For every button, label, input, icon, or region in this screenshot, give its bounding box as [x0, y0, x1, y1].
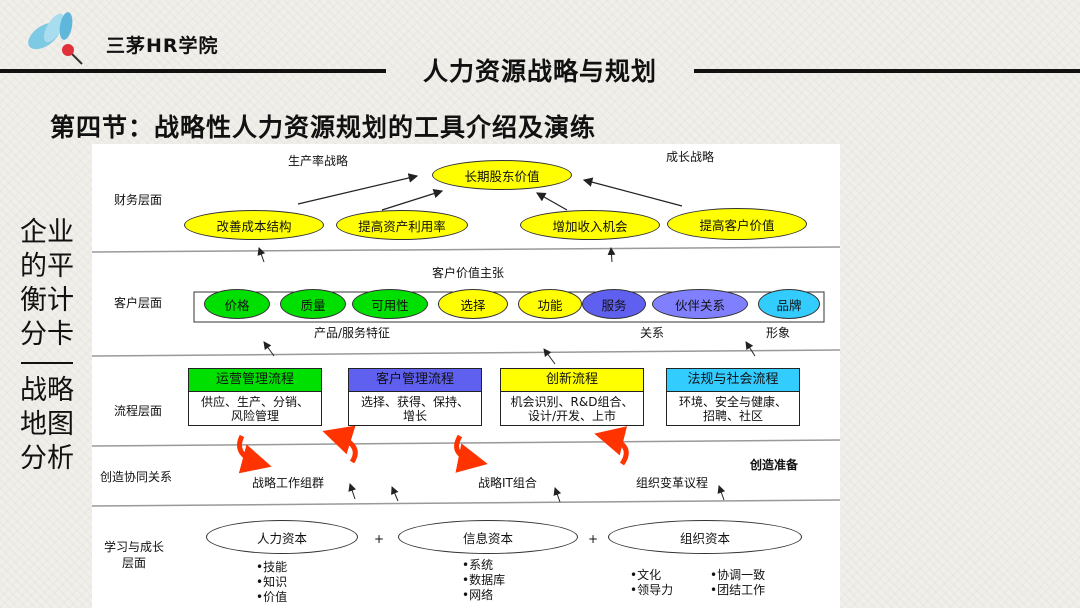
hr-academy-logo-icon [28, 12, 83, 65]
brand-name: 三茅HR学院 [106, 35, 219, 57]
process-box-header: 法规与社会流程 [667, 369, 799, 392]
financial-item: 提高资产利用率 [336, 210, 468, 240]
strategy-label-growth: 成长战略 [666, 150, 715, 164]
financial-item: 提高客户价值 [667, 208, 807, 240]
layer-label-financial: 财务层面 [114, 193, 163, 207]
process-box-body: 供应、生产、分销、风险管理 [200, 395, 309, 423]
process-box-header: 创新流程 [501, 369, 643, 392]
goal-long-term-shareholder-value: 长期股东价值 [432, 160, 572, 190]
plus-sign: + [588, 532, 599, 546]
layer-divider [92, 246, 840, 253]
customer-item: 质量 [280, 289, 346, 319]
process-box-operations: 运营管理流程 供应、生产、分销、风险管理 [188, 368, 322, 426]
human-capital-bullets: •技能 •知识 •价值 [256, 560, 288, 604]
layer-label-learning: 学习与成长 [104, 540, 165, 554]
layer-divider [92, 349, 840, 357]
layer-label-process: 流程层面 [114, 404, 163, 418]
capital-organization: 组织资本 [608, 520, 802, 554]
customer-band-frame [193, 291, 825, 323]
customer-group-label: 产品/服务特征 [314, 326, 391, 340]
customer-item: 伙伴关系 [652, 289, 748, 319]
layer-label-learning-suffix: 层面 [122, 556, 147, 570]
side-title-bottom: 战略地图分析 [20, 375, 74, 474]
process-box-body: 环境、安全与健康、招聘、社区 [678, 395, 787, 423]
customer-group-label: 形象 [766, 326, 791, 340]
side-title-top: 企业的平衡计分卡 [20, 217, 74, 350]
side-title-separator [21, 362, 73, 364]
financial-item: 改善成本结构 [184, 210, 324, 240]
info-capital-bullets: •系统 •数据库 •网络 [462, 558, 506, 602]
capital-information: 信息资本 [398, 520, 578, 554]
process-box-innovation: 创新流程 机会识别、R&D组合、设计/开发、上市 [500, 368, 644, 426]
process-box-regulatory-social: 法规与社会流程 环境、安全与健康、招聘、社区 [666, 368, 800, 426]
strategy-label-productivity: 生产率战略 [288, 154, 349, 168]
side-title: 企业的平衡计分卡 战略地图分析 [14, 216, 80, 476]
page-title: 人力资源战略与规划 [422, 57, 657, 86]
strategy-map-diagram: 财务层面 生产率战略 成长战略 长期股东价值 改善成本结构 提高资产利用率 增加… [92, 144, 840, 608]
org-capital-bullets-b: •协调一致 •团结工作 [710, 568, 766, 597]
layer-divider [92, 439, 840, 447]
customer-item: 品牌 [758, 289, 820, 319]
customer-value-proposition: 客户价值主张 [432, 266, 505, 280]
creating-readiness-label: 创造准备 [750, 458, 799, 472]
layer-label-customer: 客户层面 [114, 296, 163, 310]
plus-sign: + [374, 532, 385, 546]
process-box-body: 选择、获得、保持、增长 [360, 395, 469, 423]
financial-item: 增加收入机会 [520, 210, 660, 240]
process-box-customer-management: 客户管理流程 选择、获得、保持、增长 [348, 368, 482, 426]
customer-group-label: 关系 [640, 326, 665, 340]
layer-divider [92, 499, 840, 507]
process-box-header: 运营管理流程 [189, 369, 321, 392]
synergy-item: 战略IT组合 [478, 476, 537, 490]
process-box-body: 机会识别、R&D组合、设计/开发、上市 [510, 395, 634, 423]
customer-item: 功能 [518, 289, 582, 319]
customer-item: 选择 [438, 289, 508, 319]
customer-item: 服务 [582, 289, 646, 319]
layer-label-synergy: 创造协同关系 [100, 470, 173, 484]
synergy-item: 组织变革议程 [636, 476, 709, 490]
org-capital-bullets-a: •文化 •领导力 [630, 568, 674, 597]
header-rule-right [694, 69, 1080, 73]
customer-item: 可用性 [352, 289, 428, 319]
section-title: 第四节：战略性人力资源规划的工具介绍及演练 [50, 113, 597, 142]
capital-human: 人力资本 [206, 520, 358, 554]
header-rule-left [0, 69, 386, 73]
process-box-header: 客户管理流程 [349, 369, 481, 392]
synergy-item: 战略工作组群 [252, 476, 325, 490]
customer-item: 价格 [204, 289, 270, 319]
diagram-lines [92, 173, 840, 507]
